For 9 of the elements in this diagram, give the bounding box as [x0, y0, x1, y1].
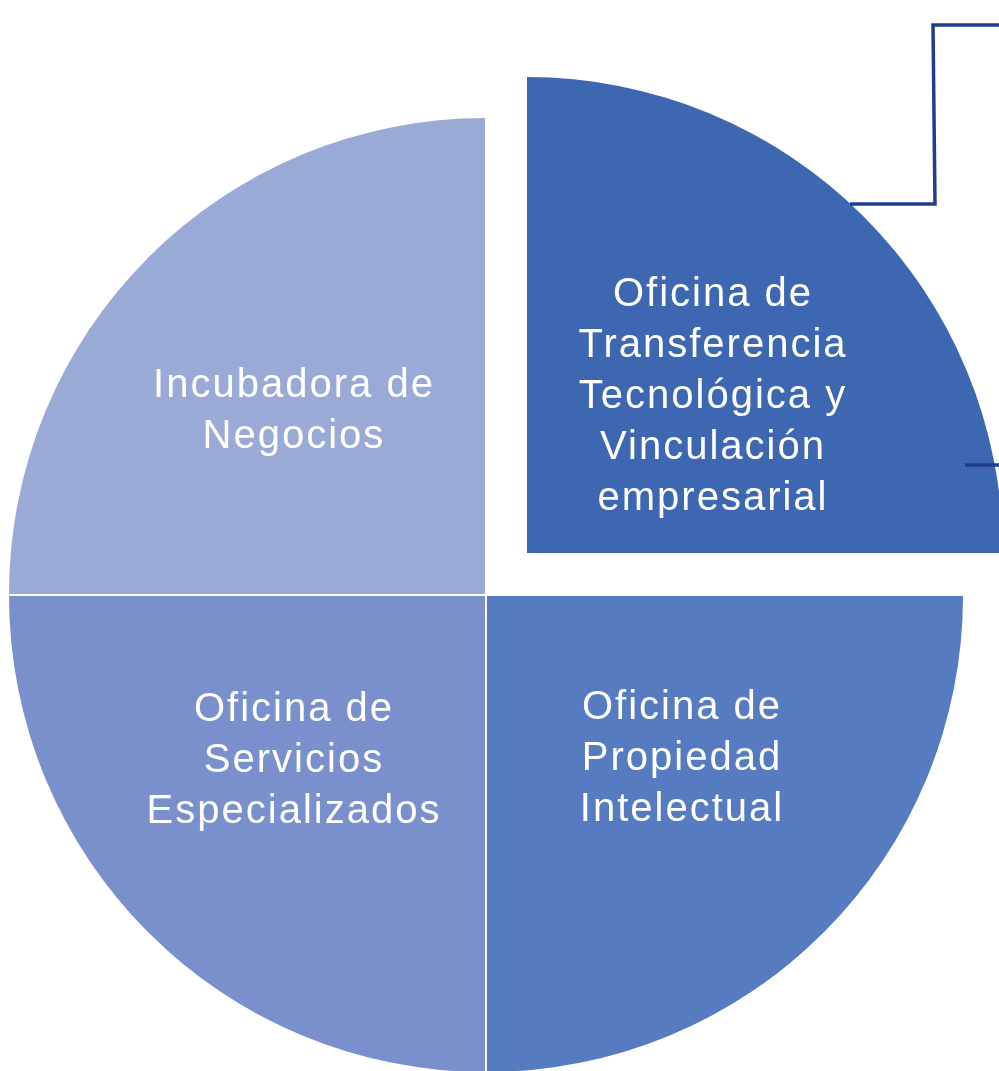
- leader-line: [965, 463, 999, 467]
- pie-quadrant: [527, 77, 999, 553]
- pie-quadrant: [487, 596, 963, 1071]
- quadrant-label: Oficina de Propiedad Intelectual: [578, 682, 786, 831]
- quadrant-label: Oficina de Servicios Especializados: [145, 684, 443, 833]
- pie-quadrant: [9, 596, 485, 1071]
- quadrant-label: Oficina de Transferencia Tecnológica y Vinculación empresarial: [577, 269, 849, 520]
- quadrant-label: Incubadora de Negocios: [152, 360, 436, 458]
- leader-line: [850, 23, 999, 206]
